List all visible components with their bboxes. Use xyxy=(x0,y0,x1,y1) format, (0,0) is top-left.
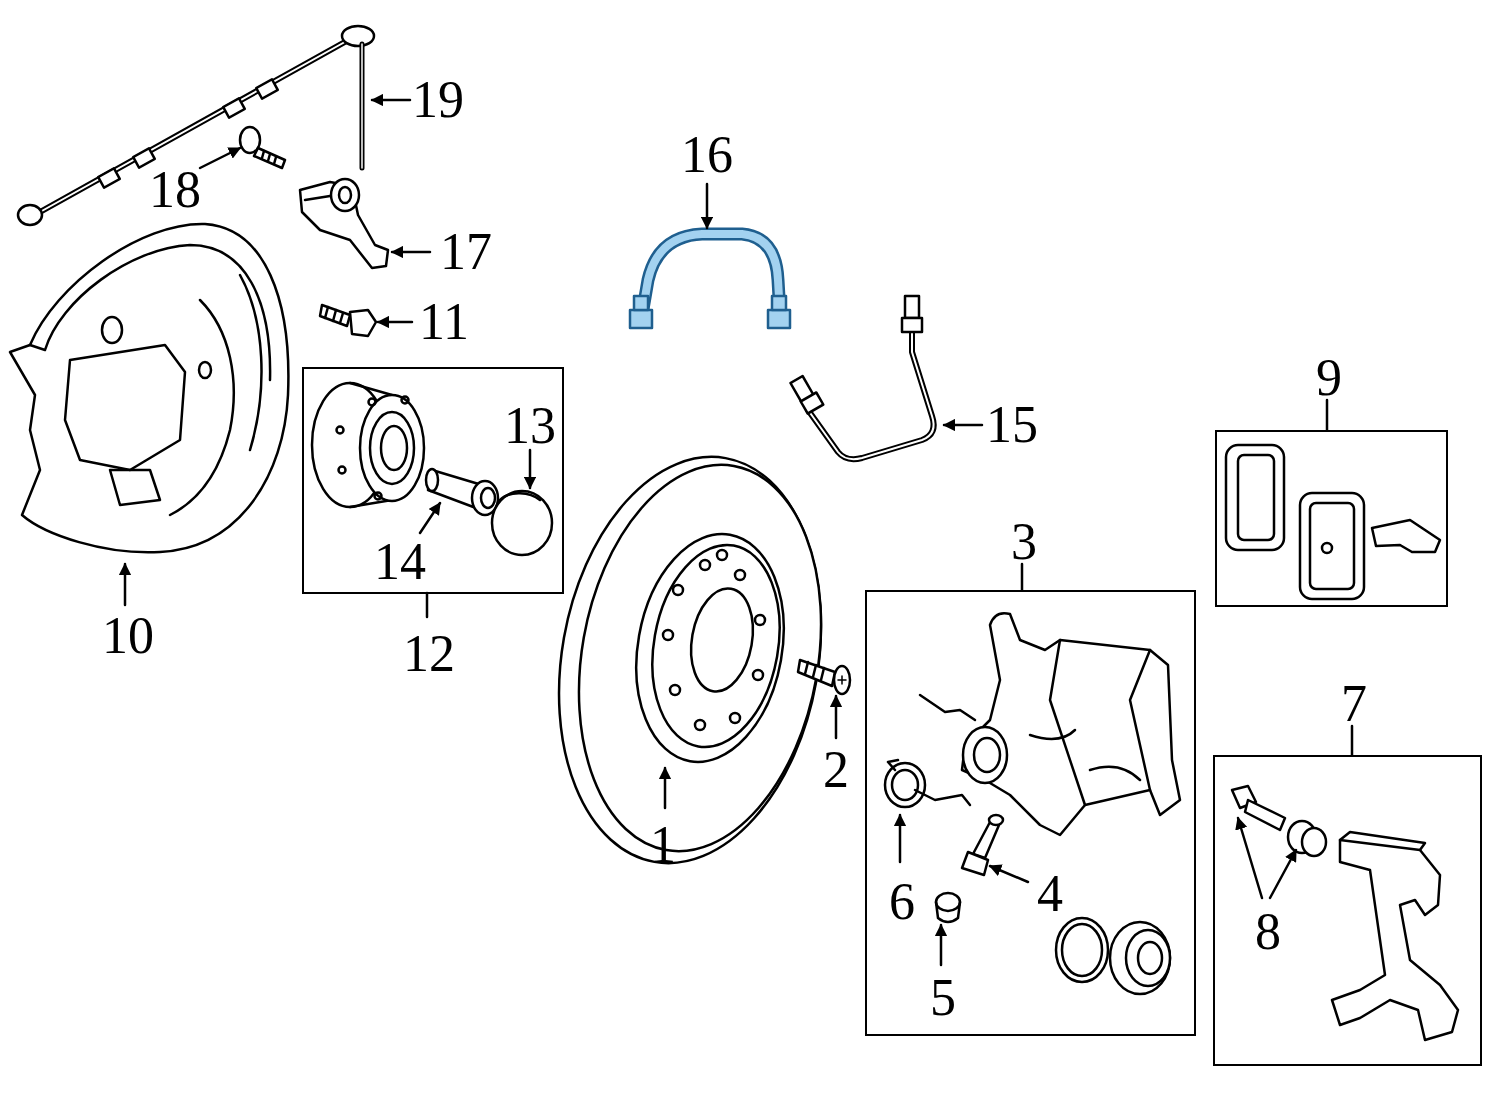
callout-number: 13 xyxy=(504,400,556,452)
callout-number: 17 xyxy=(440,226,492,278)
backing-plate xyxy=(10,224,288,552)
pin-boot xyxy=(1288,821,1326,856)
parts-group-box: 78 xyxy=(1213,755,1482,1066)
callout-number: 4 xyxy=(1037,868,1063,920)
brake-hose xyxy=(630,234,790,328)
brake-pads xyxy=(1226,445,1440,599)
callout-number: 9 xyxy=(1316,352,1342,404)
parts-group-box: 9 xyxy=(1215,430,1448,607)
callout-number: 2 xyxy=(823,744,849,796)
callout-number: 15 xyxy=(986,399,1038,451)
callout-number: 10 xyxy=(102,610,154,662)
callout-number: 14 xyxy=(374,536,426,588)
bolt xyxy=(240,127,285,168)
callout-number: 16 xyxy=(681,129,733,181)
callout-number: 18 xyxy=(149,164,201,216)
bleeder-valve xyxy=(962,815,1003,875)
bleeder-cap xyxy=(936,893,960,922)
rotor-screw xyxy=(798,660,850,694)
parts-group-box: 121314 xyxy=(302,367,564,594)
brake-line xyxy=(790,296,933,459)
wheel-hub xyxy=(312,383,424,507)
dust-cap xyxy=(492,491,552,555)
leader-lines xyxy=(125,100,1352,965)
callout-number: 7 xyxy=(1341,678,1367,730)
parts-group-box: 3645 xyxy=(865,590,1196,1036)
callout-number: 12 xyxy=(403,628,455,680)
caliper-bracket xyxy=(1332,832,1458,1040)
callout-number: 11 xyxy=(419,296,469,348)
callout-number: 1 xyxy=(650,819,676,871)
callout-number: 3 xyxy=(1011,516,1037,568)
callout-number: 6 xyxy=(889,876,915,928)
brake-rotor xyxy=(528,436,851,884)
caliper-piston xyxy=(1110,922,1170,994)
callout-number: 8 xyxy=(1255,906,1281,958)
piston-seal xyxy=(1056,918,1108,982)
bolt xyxy=(320,305,376,336)
callout-number: 19 xyxy=(412,74,464,126)
speed-sensor xyxy=(300,179,388,268)
callout-number: 5 xyxy=(930,972,956,1024)
caliper-spring xyxy=(885,760,970,807)
brake-caliper xyxy=(920,613,1180,835)
